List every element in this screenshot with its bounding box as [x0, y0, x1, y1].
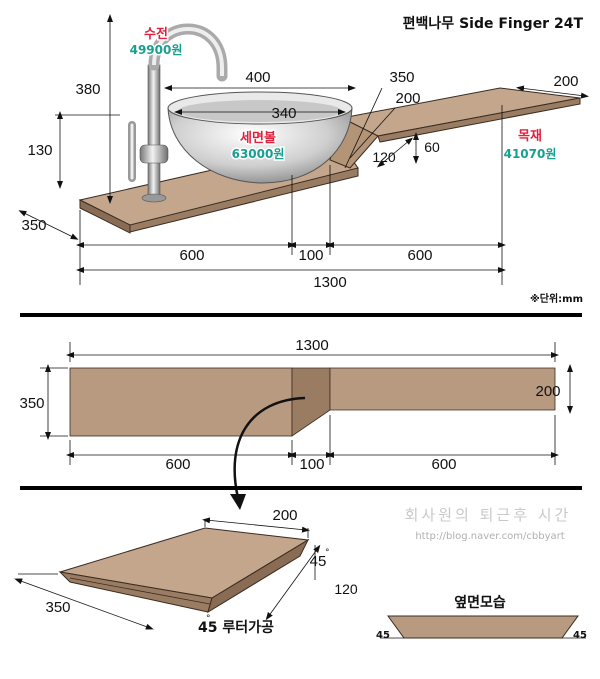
plan-dim-600-left: 600: [165, 456, 190, 473]
side-view-title: 옆면모습: [454, 594, 506, 611]
plan-dim-200: 200: [535, 383, 560, 400]
side-angle-right: 45: [573, 630, 587, 641]
basin-bowl: [167, 91, 353, 184]
dim-60: 60: [424, 139, 440, 155]
dim-400: 400: [245, 69, 270, 86]
blog-url: http://blog.naver.com/cbbyart: [415, 531, 564, 542]
dim-350-diag: 350: [389, 69, 414, 86]
piece-dimension-lines: [14, 517, 321, 630]
faucet-label: 수전: [144, 26, 168, 42]
plan-dim-600-right: 600: [431, 456, 456, 473]
plan-view: [69, 367, 556, 437]
plan-dim-1300: 1300: [295, 337, 328, 354]
degree-mark-router: °: [206, 614, 211, 624]
divider-2: [20, 486, 582, 490]
piece-dim-200: 200: [272, 507, 297, 524]
degree-mark-top: °: [325, 548, 330, 558]
blog-watermark: 회사원의 퇴근후 시간: [405, 506, 572, 524]
dim-200-diag: 200: [395, 90, 420, 107]
router-label: 45 루터가공: [198, 620, 274, 636]
dim-1300: 1300: [313, 274, 346, 291]
plan-dim-100: 100: [299, 456, 324, 473]
unit-note: ※단위:mm: [530, 292, 583, 305]
dim-380: 380: [75, 81, 100, 98]
top-dimension-lines: [18, 14, 589, 285]
dim-200-right: 200: [553, 73, 578, 90]
piece-angle-45-top: 45: [310, 553, 327, 570]
dim-130: 130: [27, 142, 52, 159]
dim-120: 120: [372, 149, 396, 165]
piece-dim-350: 350: [45, 599, 70, 616]
side-view-shape: [380, 615, 586, 639]
arrow-head-icon: [230, 494, 246, 510]
basin-label: 세면볼: [240, 130, 276, 146]
piece-dim-120: 120: [334, 581, 358, 597]
dim-100: 100: [298, 247, 323, 264]
dim-600-left: 600: [179, 247, 204, 264]
piece-angle-45-value: 45: [310, 553, 327, 570]
basin-price: 63000원: [232, 147, 285, 161]
plan-dimension-lines: [40, 342, 573, 465]
dim-600-right: 600: [407, 247, 432, 264]
divider-1: [20, 313, 582, 317]
dim-350-depth: 350: [21, 217, 46, 234]
plan-dim-350: 350: [19, 395, 44, 412]
faucet-price: 49900원: [130, 43, 183, 57]
side-angle-left: 45: [376, 630, 390, 641]
dim-340: 340: [271, 105, 296, 122]
cut-piece: [58, 527, 310, 614]
page-title: 편백나무 Side Finger 24T: [403, 15, 584, 32]
wood-label: 목재: [518, 129, 542, 144]
wood-price: 41070원: [504, 147, 557, 161]
curved-arrow: [233, 396, 306, 499]
faucet: [128, 23, 228, 203]
